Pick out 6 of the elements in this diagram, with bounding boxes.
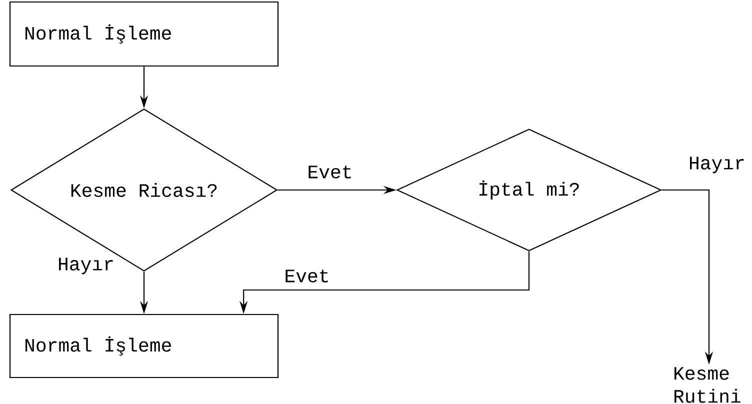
edge-label: Hayır [688, 156, 746, 174]
process-box: Normal İşleme [9, 1, 279, 67]
edge-label: Evet [283, 268, 331, 284]
terminal-text: Kesme Rutini [674, 367, 740, 403]
edge-label: Evet [306, 164, 354, 180]
process-box: Normal İşleme [9, 314, 279, 378]
